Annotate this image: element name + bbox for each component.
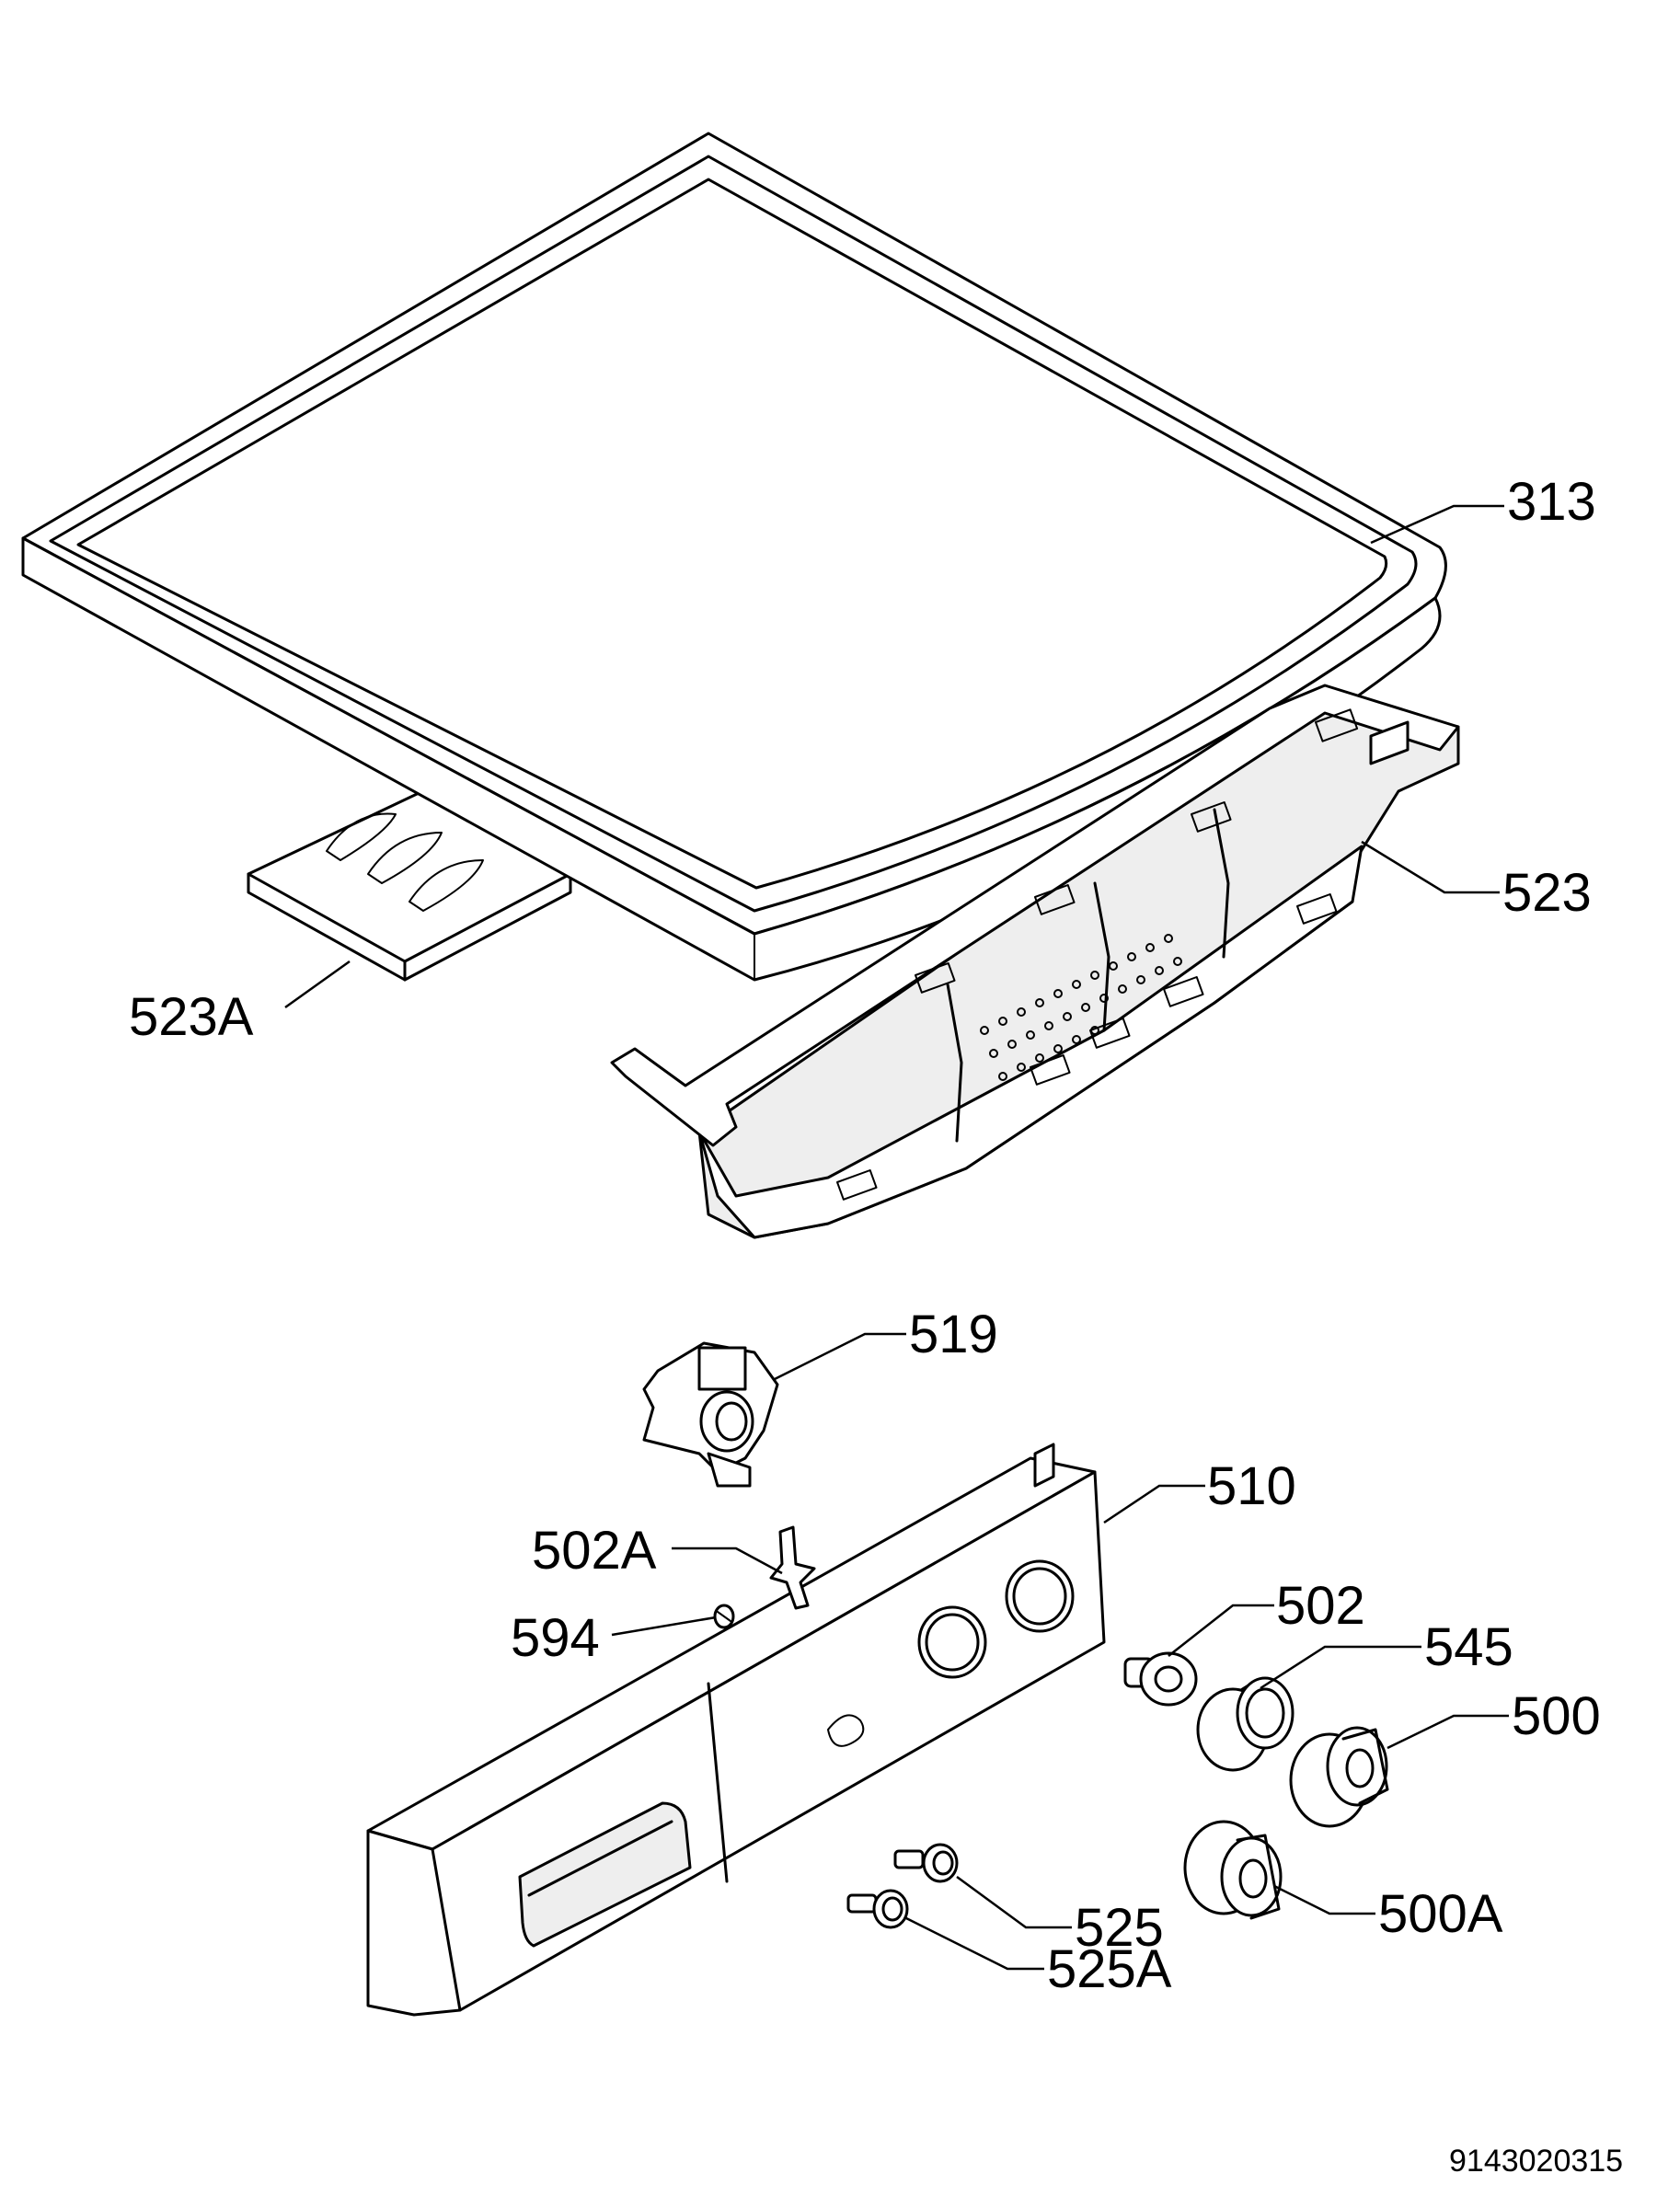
callout-labels: 313 523 523A 519 510 502A 594 502 545 50… (129, 472, 1601, 1999)
callout-545: 545 (1424, 1617, 1513, 1677)
part-510-drawing (366, 1443, 1106, 2017)
callout-525: 525 (1075, 1898, 1164, 1958)
callout-523: 523 (1502, 863, 1592, 923)
leader-525 (956, 1875, 1072, 1929)
leader-523 (1361, 840, 1500, 894)
callout-502A: 502A (532, 1521, 657, 1581)
part-500A-drawing (1183, 1820, 1283, 1920)
leader-519 (772, 1332, 906, 1382)
leader-525A (905, 1916, 1044, 1971)
callout-519: 519 (909, 1305, 998, 1364)
callout-313: 313 (1507, 472, 1596, 532)
part-545-drawing (1196, 1676, 1295, 1772)
leader-594 (611, 1616, 717, 1637)
leader-523A (284, 960, 351, 1009)
callout-523A: 523A (129, 987, 254, 1047)
callout-525A: 525A (1047, 1939, 1172, 1999)
part-525-drawing (893, 1843, 959, 1883)
leader-500 (1387, 1714, 1509, 1750)
callout-594: 594 (511, 1608, 600, 1668)
part-519-drawing (642, 1341, 779, 1488)
leader-510 (1103, 1484, 1205, 1524)
part-502A-drawing (769, 1525, 816, 1610)
leader-502 (1168, 1604, 1274, 1657)
document-code: 9143020315 (1449, 2144, 1623, 2179)
leader-500A (1273, 1884, 1375, 1915)
callout-510: 510 (1207, 1456, 1296, 1516)
part-594-drawing (713, 1604, 735, 1629)
leader-545 (1260, 1645, 1421, 1690)
part-502-drawing (1123, 1651, 1198, 1707)
part-525A-drawing (846, 1889, 909, 1929)
callout-500A: 500A (1378, 1884, 1503, 1944)
leader-lines (284, 504, 1509, 1971)
leader-313 (1370, 504, 1504, 545)
part-523-drawing (610, 684, 1460, 1239)
callout-500: 500 (1512, 1686, 1601, 1746)
callout-502: 502 (1276, 1576, 1365, 1636)
leader-502A (672, 1547, 783, 1575)
part-500-drawing (1289, 1726, 1389, 1828)
